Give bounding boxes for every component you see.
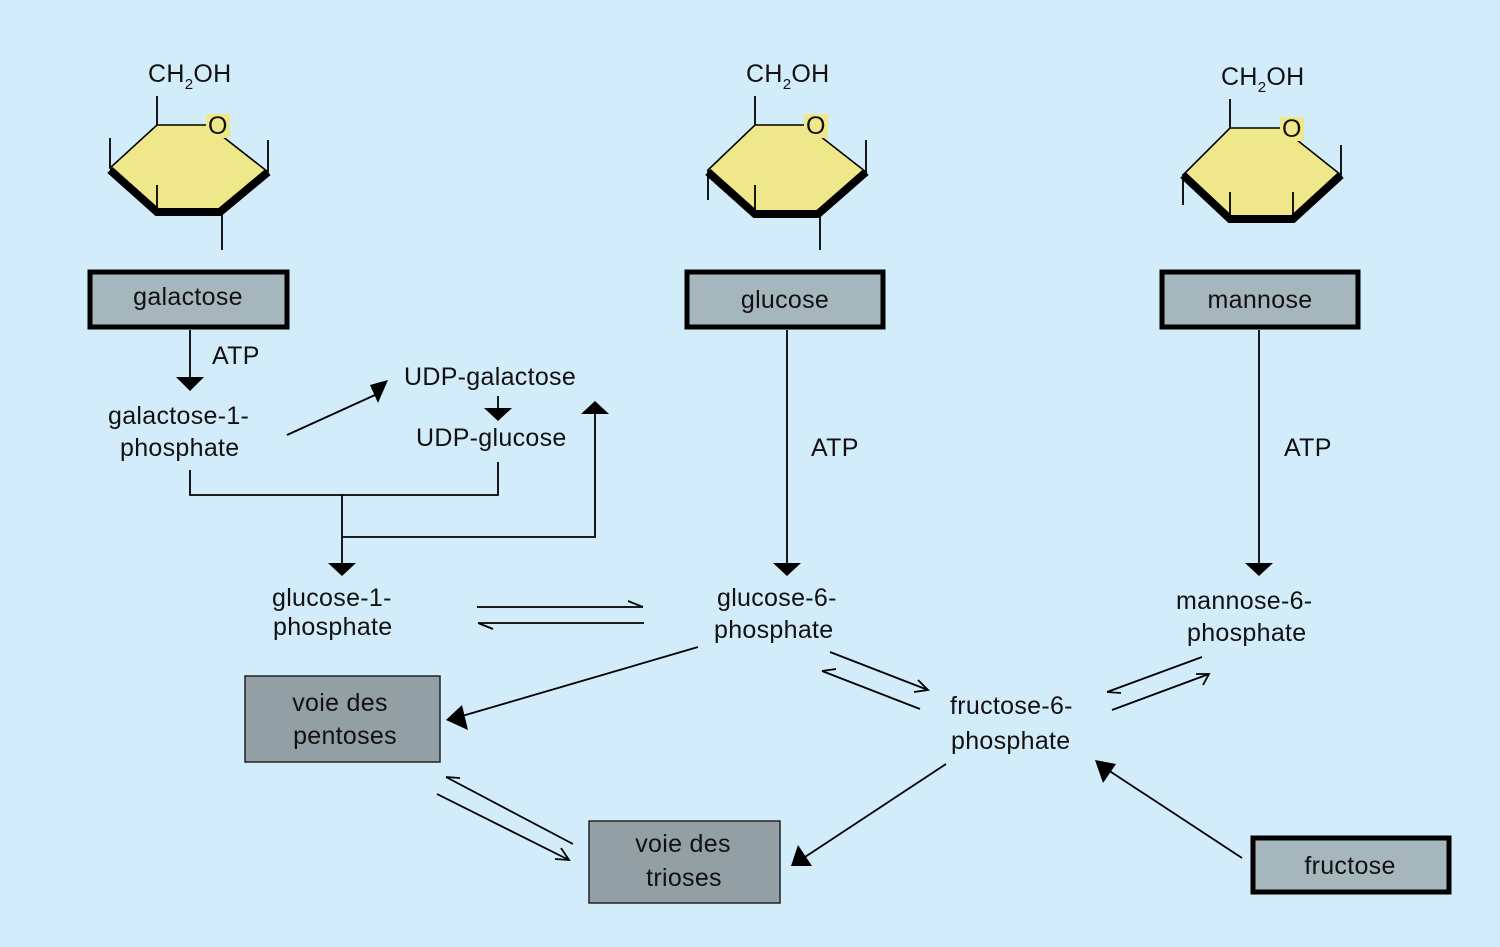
galactose-ring: CH2OH O <box>107 60 271 250</box>
equilibrium-pentoses-trioses <box>436 776 574 862</box>
trioses-box: voie des trioses <box>588 820 781 904</box>
glucose-1-phosphate-line2: phosphate <box>273 613 392 641</box>
fructose-6-phosphate-line1: fructose-6- <box>950 692 1073 720</box>
mannose-ring-oxygen: O <box>1282 115 1302 143</box>
g1p-to-udpgal-line <box>286 394 376 436</box>
mannose-6-phosphate-line2: phosphate <box>1187 619 1306 647</box>
udp-arrowhead <box>484 408 512 421</box>
glucose-ring-oxygen: O <box>806 112 826 140</box>
pentoses-line1: voie des <box>292 689 388 717</box>
glucose-arrowhead <box>773 563 801 576</box>
fructose-label: fructose <box>1304 852 1395 880</box>
trioses-arrowhead <box>791 845 812 866</box>
fructose-arrowhead <box>1095 760 1116 783</box>
fructose-to-f6p-line <box>1107 769 1243 859</box>
galactose-1-phosphate-line1: galactose-1- <box>108 402 249 430</box>
trioses-line1: voie des <box>635 830 731 858</box>
glucose-box: glucose <box>684 269 886 330</box>
return-line <box>342 414 596 538</box>
glucose-ring: CH2OH O <box>705 60 869 250</box>
udpgal-arrowhead <box>370 380 388 403</box>
mannose-label: mannose <box>1208 286 1313 314</box>
galactose-label: galactose <box>133 283 243 311</box>
mannose-formula: CH2OH <box>1221 63 1304 96</box>
atp-galactose-label: ATP <box>212 342 260 370</box>
glucose-6-phosphate-line2: phosphate <box>714 616 833 644</box>
g6p-to-pentoses-line <box>461 646 699 717</box>
pentoses-box: voie des pentoses <box>244 675 441 763</box>
pentoses-arrowhead <box>446 705 468 730</box>
mannose-arrowhead <box>1245 563 1273 576</box>
bracket-line <box>189 462 499 496</box>
trioses-line2: trioses <box>646 864 722 892</box>
glucose-label: glucose <box>741 286 829 314</box>
glucose-1-phosphate-line1: glucose-1- <box>272 584 392 612</box>
equilibrium-g1p-g6p <box>477 600 644 630</box>
fructose-box: fructose <box>1250 835 1452 895</box>
equilibrium-m6p-f6p <box>1106 656 1211 711</box>
udp-glucose-label: UDP-glucose <box>416 424 567 452</box>
galactose-ring-oxygen: O <box>208 112 228 140</box>
galactose-formula: CH2OH <box>148 60 231 93</box>
galactose-box: galactose <box>87 269 290 330</box>
udp-galactose-label: UDP-galactose <box>404 363 576 391</box>
mannose-6-phosphate-line1: mannose-6- <box>1176 587 1312 615</box>
f6p-to-trioses-line <box>804 763 947 858</box>
g1p-arrowhead <box>328 563 356 576</box>
atp-mannose-label: ATP <box>1284 434 1332 462</box>
fructose-6-phosphate-line2: phosphate <box>951 727 1070 755</box>
return-arrowhead <box>581 401 609 414</box>
galactose-arrowhead <box>176 377 204 391</box>
glucose-formula: CH2OH <box>746 60 829 93</box>
mannose-ring: CH2OH O <box>1180 63 1344 223</box>
atp-glucose-label: ATP <box>811 434 859 462</box>
equilibrium-g6p-f6p <box>821 651 930 710</box>
galactose-1-phosphate-line2: phosphate <box>120 434 239 462</box>
pentoses-line2: pentoses <box>293 722 397 750</box>
mannose-box: mannose <box>1159 269 1361 330</box>
glucose-6-phosphate-line1: glucose-6- <box>717 584 837 612</box>
